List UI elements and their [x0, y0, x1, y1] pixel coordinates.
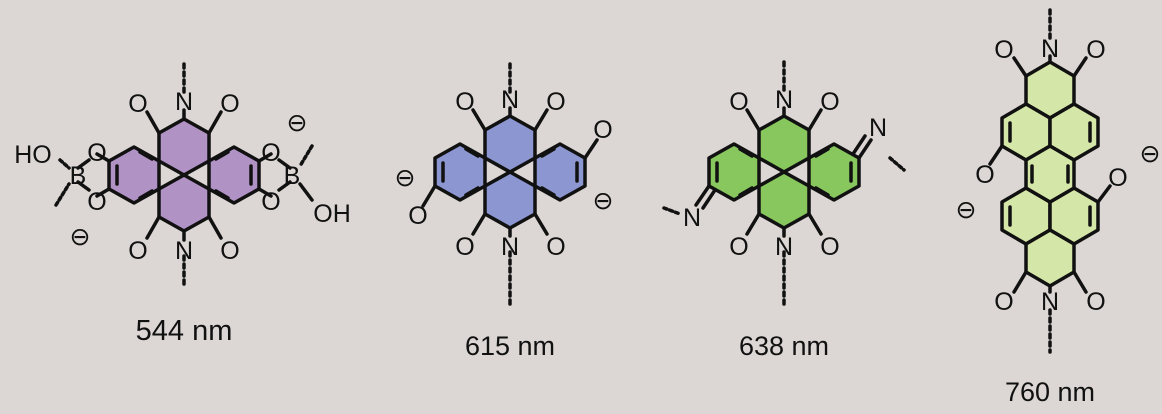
- compound-1-atom-b-left: B: [70, 162, 87, 190]
- compound-1-atom-oh-right: OH: [313, 200, 351, 228]
- compound-2-atom-o4: O: [546, 233, 565, 261]
- compound-1-atom-ring-o4: O: [261, 188, 280, 216]
- compound-3-atom-o1: O: [729, 88, 748, 116]
- compound-1-atom-b-right: B: [284, 162, 301, 190]
- compound-1-atom-o4: O: [220, 237, 239, 265]
- compound-2-atom-ox-right: O: [593, 116, 612, 144]
- compound-1-atom-ho-left: HO: [14, 141, 52, 169]
- compound-3-atom-o4: O: [820, 233, 839, 261]
- compound-1-minus-icon-2: ⊖: [70, 223, 91, 251]
- compound-1-atom-ring-o2: O: [87, 188, 106, 216]
- compound-4-wavelength-label: 760 nm: [1005, 377, 1095, 407]
- compound-2-atom-o1: O: [455, 88, 474, 116]
- compound-3: N N O O O O N N 638 nm: [662, 60, 906, 361]
- compound-4-atom-ox-right: O: [1108, 164, 1127, 192]
- compound-4: N N O O O O O O ⊖ ⊖ 760 nm: [956, 8, 1161, 407]
- compound-2-wavelength-label: 615 nm: [465, 331, 555, 361]
- compound-2-atom-ox-left: O: [408, 202, 427, 230]
- compound-4-ring-bottom: [1024, 228, 1076, 288]
- compound-2-atom-n-top: N: [501, 86, 519, 114]
- compound-1-atom-o2: O: [220, 90, 239, 118]
- compound-2: N N O O O O O O ⊖ ⊖ 615 nm: [395, 62, 614, 361]
- compound-2-ring-top: [483, 114, 537, 174]
- compound-2-atom-o3: O: [455, 233, 474, 261]
- compound-2-ring-right: [533, 142, 587, 202]
- compound-3-wavelength-label: 638 nm: [739, 331, 829, 361]
- compound-4-atom-o1: O: [994, 36, 1013, 64]
- compound-3-atom-o2: O: [820, 88, 839, 116]
- compound-1-bonds: [54, 62, 314, 288]
- compound-2-ring-bottom: [483, 170, 537, 230]
- compound-4-ring-center: [1024, 144, 1076, 204]
- compound-2-bonds: [421, 62, 599, 308]
- compound-1-atom-o3: O: [128, 237, 147, 265]
- compound-1-ring-bottom: [157, 173, 211, 233]
- compound-4-bonds: [988, 8, 1112, 354]
- compound-3-bonds: [662, 60, 906, 308]
- compound-1: N N O O O O HO B B OH O O O O ⊖ ⊖ 544 nm: [14, 62, 351, 347]
- compound-3-ring-right: [807, 142, 861, 202]
- compound-4-atom-o3: O: [994, 288, 1013, 316]
- compound-1-atom-ring-o3: O: [261, 139, 280, 167]
- compound-1-wavelength-label: 544 nm: [136, 315, 233, 347]
- compound-3-core: [707, 114, 861, 230]
- compound-3-atom-n-left: N: [683, 204, 701, 232]
- compound-4-atom-o4: O: [1086, 288, 1105, 316]
- compound-4-atom-n-top: N: [1041, 35, 1059, 63]
- compound-2-atom-o2: O: [546, 88, 565, 116]
- compound-2-minus-icon-2: ⊖: [593, 187, 614, 215]
- compound-1-atom-ring-o1: O: [87, 139, 106, 167]
- compound-1-atom-o1: O: [128, 90, 147, 118]
- compound-1-ring-top: [157, 117, 211, 177]
- compound-1-atom-n-bottom: N: [175, 237, 193, 265]
- compound-4-minus-icon-2: ⊖: [956, 196, 977, 224]
- compound-3-ring-top: [757, 114, 811, 174]
- compound-2-core: [433, 114, 587, 230]
- compound-3-atom-n-top: N: [775, 86, 793, 114]
- compound-2-minus-icon-1: ⊖: [395, 164, 416, 192]
- compound-3-ring-bottom: [757, 170, 811, 230]
- compound-3-atom-n-bottom: N: [775, 233, 793, 261]
- compound-4-atom-n-bottom: N: [1041, 288, 1059, 316]
- compound-4-minus-icon-1: ⊖: [1140, 140, 1161, 168]
- compound-1-atom-n-top: N: [175, 88, 193, 116]
- compound-1-core: [107, 117, 261, 233]
- compound-3-atom-n-right: N: [869, 114, 887, 142]
- compound-3-atom-o3: O: [729, 233, 748, 261]
- compound-4-core: [1000, 60, 1100, 288]
- compound-2-atom-n-bottom: N: [501, 233, 519, 261]
- compound-4-atom-ox-left: O: [975, 161, 994, 189]
- compound-1-minus-icon-1: ⊖: [287, 109, 308, 137]
- compound-4-atom-o2: O: [1086, 36, 1105, 64]
